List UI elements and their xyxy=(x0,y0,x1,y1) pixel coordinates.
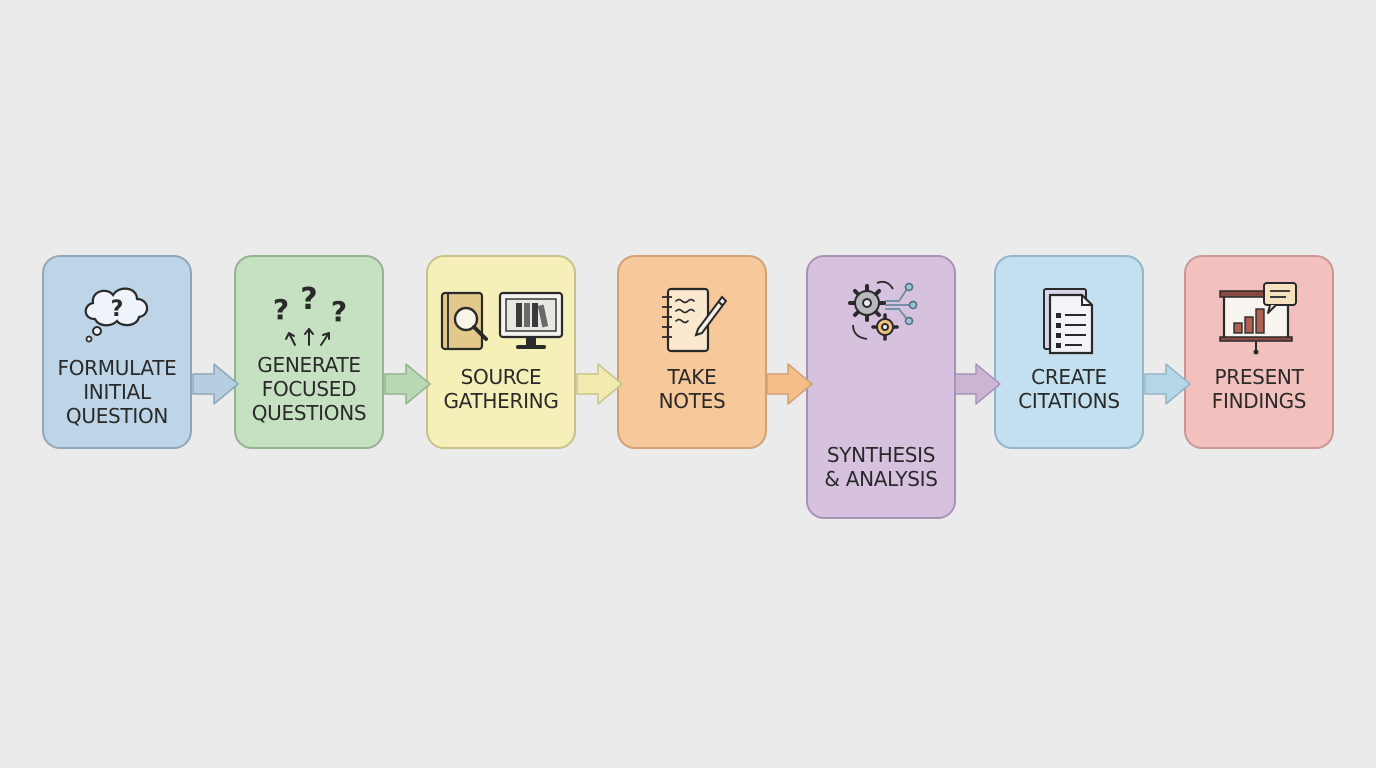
step-label-line: CREATE xyxy=(1031,365,1107,389)
step-label-line: GATHERING xyxy=(443,389,559,413)
step-formulate-initial-question: ? FORMULATE INITIAL QUESTION xyxy=(42,255,192,449)
flow-arrow xyxy=(384,362,432,406)
step-label-line: GENERATE xyxy=(257,353,361,377)
multiple-questions-icon: ? ? ? xyxy=(236,279,382,351)
step-label-line: QUESTIONS xyxy=(251,401,367,425)
gears-network-icon xyxy=(808,275,954,347)
notebook-pen-icon xyxy=(619,285,765,355)
step-generate-focused-questions: ? ? ? GENERATE FOCUSED QUESTIONS xyxy=(234,255,384,449)
svg-text:?: ? xyxy=(331,295,347,328)
presentation-chart-icon xyxy=(1186,279,1332,355)
step-label-line: CITATIONS xyxy=(1018,389,1120,413)
flow-arrow xyxy=(954,362,1002,406)
step-label-line: FORMULATE xyxy=(57,356,177,380)
step-synthesis-analysis: SYNTHESIS & ANALYSIS xyxy=(806,255,956,519)
svg-text:?: ? xyxy=(111,297,124,322)
step-label-line: SOURCE xyxy=(460,365,542,389)
book-search-computer-icon xyxy=(428,289,574,355)
step-take-notes: TAKE NOTES xyxy=(617,255,767,449)
flow-arrow xyxy=(192,362,240,406)
step-create-citations: CREATE CITATIONS xyxy=(994,255,1144,449)
step-label-line: SYNTHESIS xyxy=(826,443,936,467)
step-label-line: QUESTION xyxy=(65,404,169,428)
svg-text:?: ? xyxy=(273,293,289,326)
thought-cloud-question-icon: ? xyxy=(44,281,190,351)
documents-list-icon xyxy=(996,283,1142,357)
step-source-gathering: SOURCE GATHERING xyxy=(426,255,576,449)
step-label-line: TAKE xyxy=(667,365,717,389)
flow-arrow xyxy=(576,362,624,406)
step-present-findings: PRESENT FINDINGS xyxy=(1184,255,1334,449)
step-label-line: FINDINGS xyxy=(1211,389,1307,413)
step-label-line: INITIAL xyxy=(83,380,151,404)
step-label-line: PRESENT xyxy=(1214,365,1304,389)
step-label-line: FOCUSED xyxy=(261,377,357,401)
flow-arrow xyxy=(766,362,814,406)
step-label-line: NOTES xyxy=(658,389,726,413)
flow-arrow xyxy=(1144,362,1192,406)
svg-text:?: ? xyxy=(300,282,317,317)
step-label-line: & ANALYSIS xyxy=(824,467,938,491)
